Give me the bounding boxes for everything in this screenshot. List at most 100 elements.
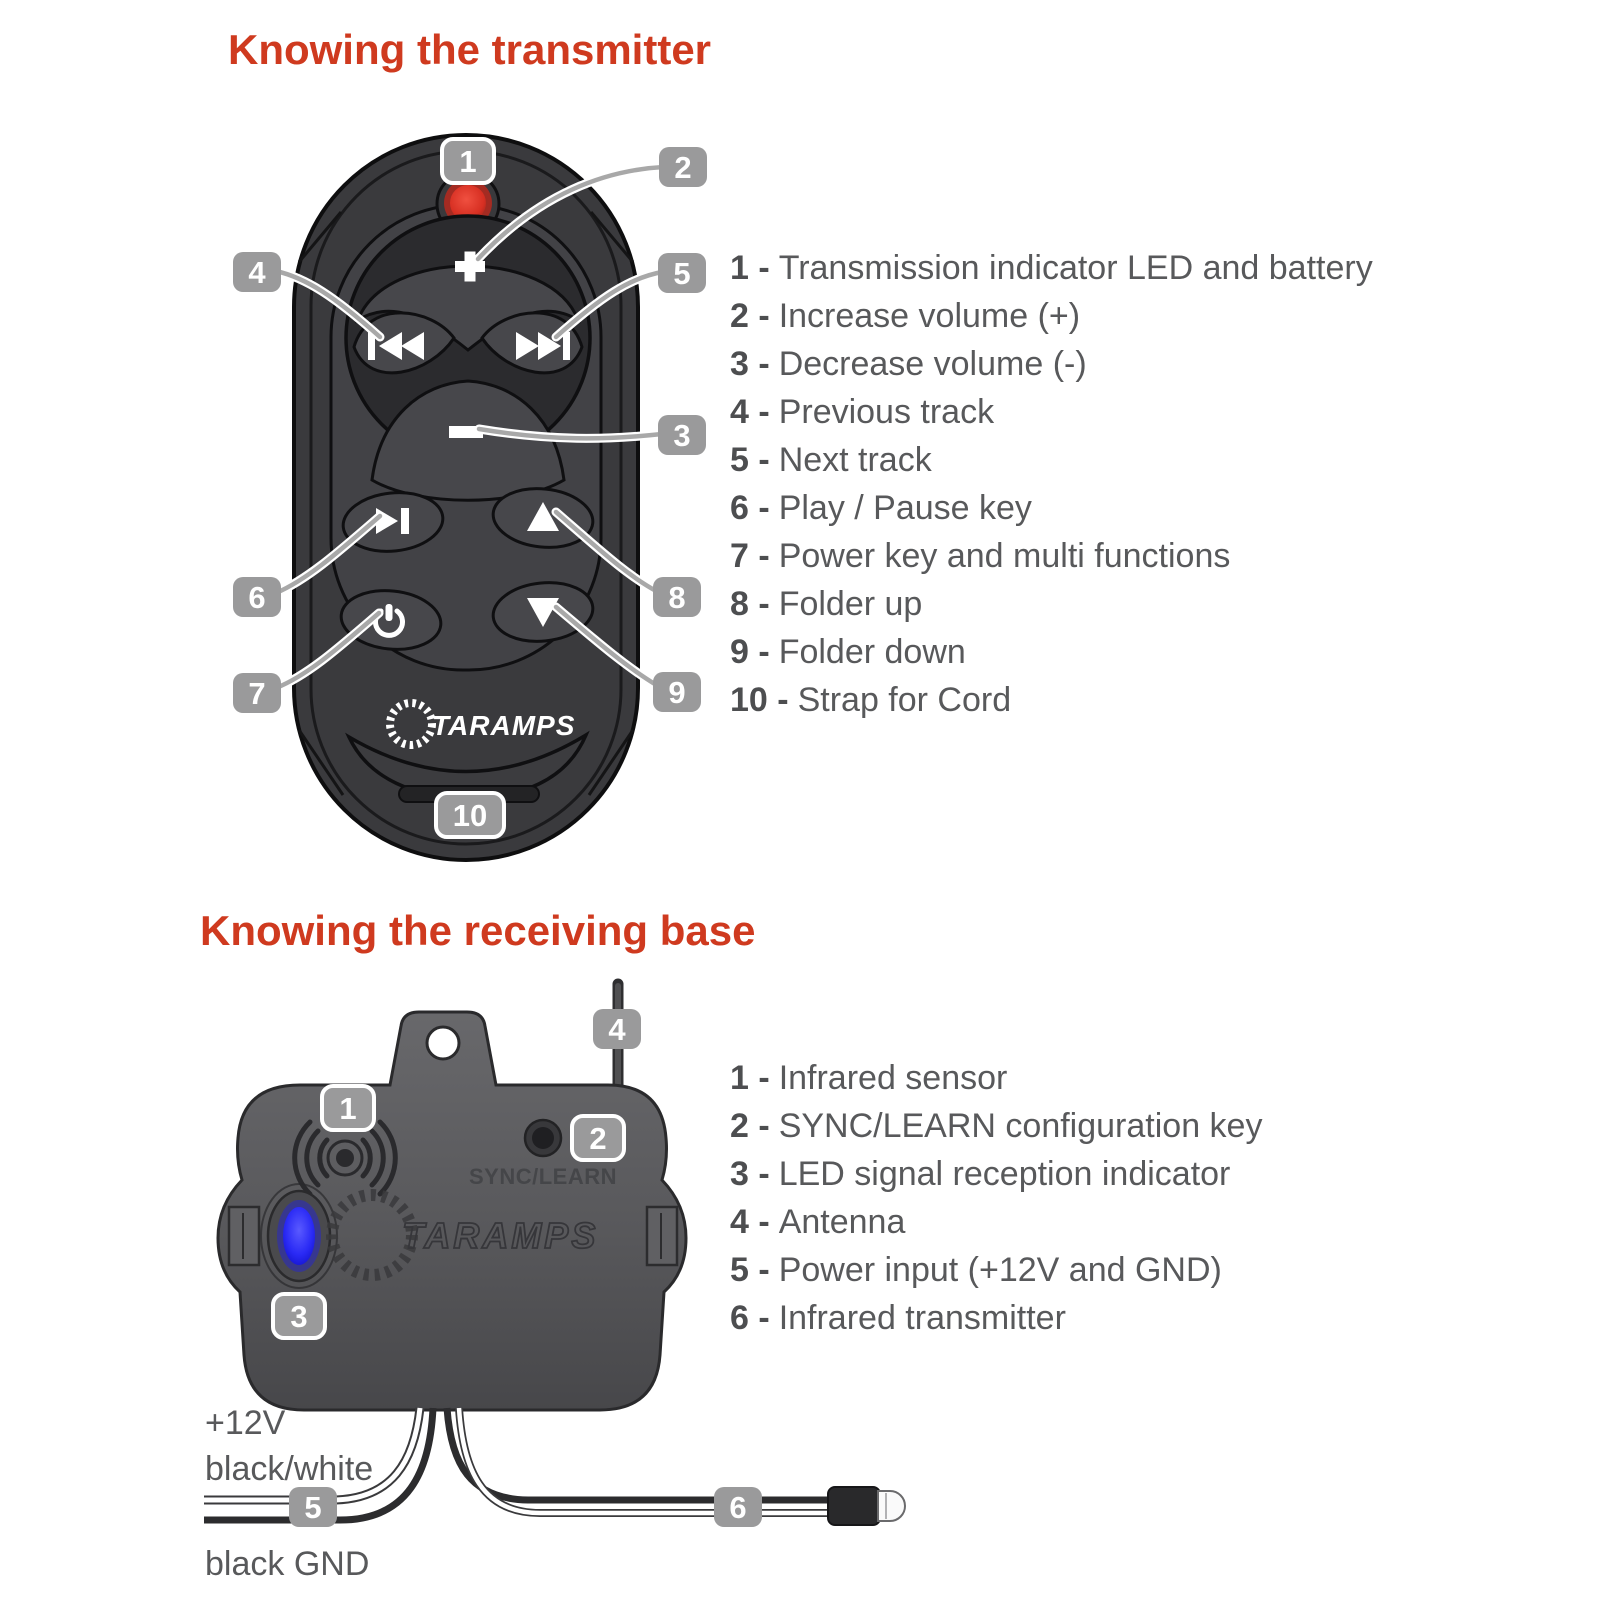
legend-item: 4 -Antenna	[730, 1198, 1262, 1246]
legend-item: 6 -Play / Pause key	[730, 484, 1373, 532]
legend-item-label: Transmission indicator LED and battery	[778, 248, 1373, 287]
legend-item-number: 3 -	[730, 1154, 770, 1193]
taramps-logo: TARAMPS	[386, 699, 575, 749]
leader-line-9	[553, 604, 661, 689]
legend-item-label: Folder down	[778, 632, 966, 671]
callout-badge-receiver-1: 1	[320, 1084, 376, 1132]
plus-icon	[455, 251, 485, 282]
callout-badge-transmitter-8: 8	[653, 577, 701, 617]
legend-item: 1 -Infrared sensor	[730, 1054, 1262, 1102]
wire-label-12v: +12V	[205, 1404, 286, 1442]
callout-badge-receiver-3: 3	[271, 1292, 327, 1340]
callout-badge-transmitter-7: 7	[233, 673, 281, 713]
side-clip-left	[227, 1205, 261, 1267]
callout-badge-receiver-4: 4	[593, 1009, 641, 1049]
legend-item: 2 -SYNC/LEARN configuration key	[730, 1102, 1262, 1150]
legend-item-label: SYNC/LEARN configuration key	[778, 1106, 1263, 1145]
volume-down-button	[370, 379, 566, 502]
legend-item-label: Increase volume (+)	[778, 296, 1081, 335]
legend-item-number: 1 -	[730, 248, 770, 287]
legend-item: 3 -LED signal reception indicator	[730, 1150, 1262, 1198]
legend-item: 8 -Folder up	[730, 580, 1373, 628]
legend-item-number: 1 -	[730, 1058, 770, 1097]
legend-item: 10 -Strap for Cord	[730, 676, 1373, 724]
power-wire-black	[204, 1407, 437, 1524]
reception-led	[260, 1183, 338, 1289]
receiver-legend: 1 -Infrared sensor 2 -SYNC/LEARN configu…	[730, 1054, 1262, 1342]
leader-line-8	[553, 509, 661, 595]
legend-item-label: LED signal reception indicator	[778, 1154, 1231, 1193]
taramps-embossed-logo: TARAMPS	[326, 1189, 596, 1281]
next-track-icon	[516, 332, 570, 360]
wire-label-black-white: black/white	[205, 1450, 374, 1488]
leader-lines	[271, 162, 669, 693]
legend-item-number: 8 -	[730, 584, 770, 623]
callout-badge-receiver-5: 5	[289, 1487, 337, 1527]
previous-track-button	[352, 311, 456, 375]
legend-item: 3 -Decrease volume (-)	[730, 340, 1373, 388]
callout-badge-transmitter-5: 5	[658, 253, 706, 293]
legend-item-number: 3 -	[730, 344, 770, 383]
legend-item-label: Infrared sensor	[778, 1058, 1008, 1097]
legend-item: 1 -Transmission indicator LED and batter…	[730, 244, 1373, 292]
leader-line-6	[273, 513, 383, 596]
callout-badge-transmitter-2: 2	[659, 147, 707, 187]
legend-item: 7 -Power key and multi functions	[730, 532, 1373, 580]
legend-item-label: Antenna	[778, 1202, 906, 1241]
legend-item-number: 2 -	[730, 1106, 770, 1145]
legend-item-label: Folder up	[778, 584, 923, 623]
leader-line-3	[476, 426, 665, 441]
callout-badge-transmitter-6: 6	[233, 577, 281, 617]
wire-label-black-gnd: black GND	[205, 1545, 370, 1583]
legend-item-number: 9 -	[730, 632, 770, 671]
legend-item-number: 10 -	[730, 680, 789, 719]
sync-learn-button	[523, 1118, 563, 1158]
ir-wire-white	[455, 1407, 830, 1517]
folder-down-icon	[527, 598, 559, 627]
taramps-logo-text: TARAMPS	[432, 710, 575, 741]
previous-track-icon	[368, 332, 424, 360]
infrared-sensor-icon	[292, 1119, 398, 1197]
legend-item-number: 4 -	[730, 1202, 770, 1241]
leader-line-4	[273, 268, 383, 340]
legend-item-number: 5 -	[730, 1250, 770, 1289]
legend-item-number: 6 -	[730, 1298, 770, 1337]
legend-item-number: 7 -	[730, 536, 770, 575]
legend-item: 6 -Infrared transmitter	[730, 1294, 1262, 1342]
legend-item: 5 -Power input (+12V and GND)	[730, 1246, 1262, 1294]
legend-item-label: Play / Pause key	[778, 488, 1032, 527]
sync-learn-label: SYNC/LEARN	[468, 1164, 618, 1189]
transmitter-legend: 1 -Transmission indicator LED and batter…	[730, 244, 1373, 724]
callout-badge-receiver-2: 2	[570, 1114, 626, 1162]
remote-seams	[297, 211, 635, 796]
callout-badge-transmitter-10: 10	[434, 791, 506, 839]
callout-badge-transmitter-4: 4	[233, 252, 281, 292]
receiver-section-title: Knowing the receiving base	[200, 907, 756, 954]
legend-item-number: 6 -	[730, 488, 770, 527]
side-clip-right	[645, 1205, 679, 1267]
leader-line-7	[273, 610, 382, 691]
legend-item-label: Power key and multi functions	[778, 536, 1231, 575]
wiring	[204, 1407, 906, 1526]
legend-item-number: 5 -	[730, 440, 770, 479]
legend-item-number: 2 -	[730, 296, 770, 335]
folder-up-icon	[527, 502, 559, 531]
legend-item-label: Infrared transmitter	[778, 1298, 1066, 1337]
callout-badge-transmitter-1: 1	[440, 137, 496, 185]
legend-item-number: 4 -	[730, 392, 770, 431]
legend-item: 9 -Folder down	[730, 628, 1373, 676]
legend-item-label: Next track	[778, 440, 932, 479]
infrared-transmitter-led	[827, 1486, 906, 1526]
transmitter-section-title: Knowing the transmitter	[228, 26, 712, 73]
leader-line-5	[553, 269, 665, 340]
mounting-hole	[425, 1025, 461, 1061]
legend-item-label: Previous track	[778, 392, 995, 431]
legend-item: 4 -Previous track	[730, 388, 1373, 436]
callout-badge-transmitter-9: 9	[653, 672, 701, 712]
legend-item-label: Decrease volume (-)	[778, 344, 1087, 383]
legend-item: 2 -Increase volume (+)	[730, 292, 1373, 340]
callout-badge-transmitter-3: 3	[658, 415, 706, 455]
leader-line-2	[475, 164, 667, 262]
